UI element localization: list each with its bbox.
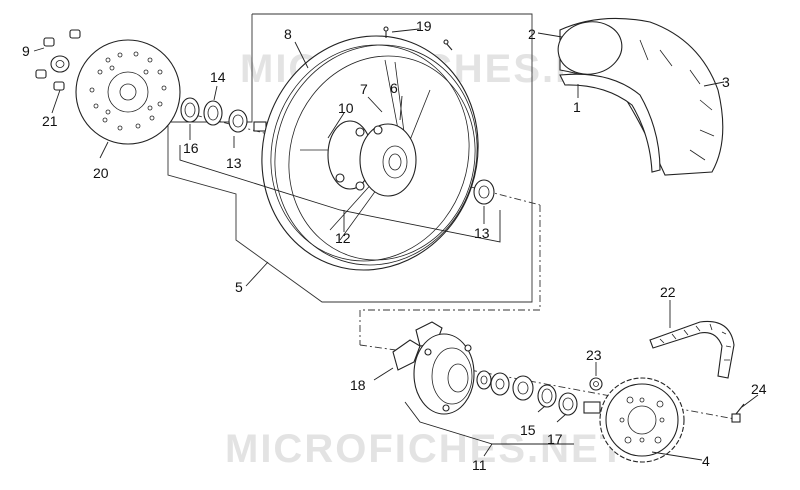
callout-7: 7 [360,81,368,97]
callouts: 2 3 1 4 5 6 7 8 9 10 11 12 13 13 14 15 1… [22,18,767,473]
callout-13-left: 13 [226,155,242,171]
callout-10: 10 [338,100,354,116]
callout-11: 11 [472,457,487,473]
callout-20: 20 [93,165,109,181]
callout-12: 12 [335,230,351,246]
sprocket-nut [589,377,603,391]
drive-chain [649,320,735,379]
callout-9: 9 [22,43,30,59]
callout-3: 3 [722,74,730,90]
brake-disc [75,39,181,145]
sprocket [599,377,685,463]
sprocket-bolt [731,403,745,423]
right-seal [473,179,495,205]
callout-17: 17 [547,431,563,447]
callout-13-right: 13 [474,225,490,241]
callout-5: 5 [235,279,243,295]
callout-8: 8 [284,26,292,42]
rim-band [559,73,661,173]
callout-1: 1 [573,99,581,115]
leader-lines [33,28,759,461]
callout-14: 14 [210,69,226,85]
wheel-hub [327,120,417,197]
callout-21: 21 [42,113,58,129]
watermark-bottom: MICROFICHES.NET [225,427,626,471]
callout-6: 6 [390,80,398,96]
axle-lines [194,114,741,421]
valve-screws [383,26,453,51]
callout-2: 2 [528,26,536,42]
left-bearings [180,97,267,133]
sprocket-carrier [392,321,475,415]
callout-15: 15 [520,422,536,438]
callout-16: 16 [183,140,199,156]
rear-bearings [476,370,601,416]
disc-bolts [35,29,81,91]
callout-4: 4 [702,453,710,469]
callout-22: 22 [660,284,676,300]
callout-24: 24 [751,381,767,397]
callout-19: 19 [416,18,432,34]
callout-18: 18 [350,377,366,393]
callout-23: 23 [586,347,602,363]
